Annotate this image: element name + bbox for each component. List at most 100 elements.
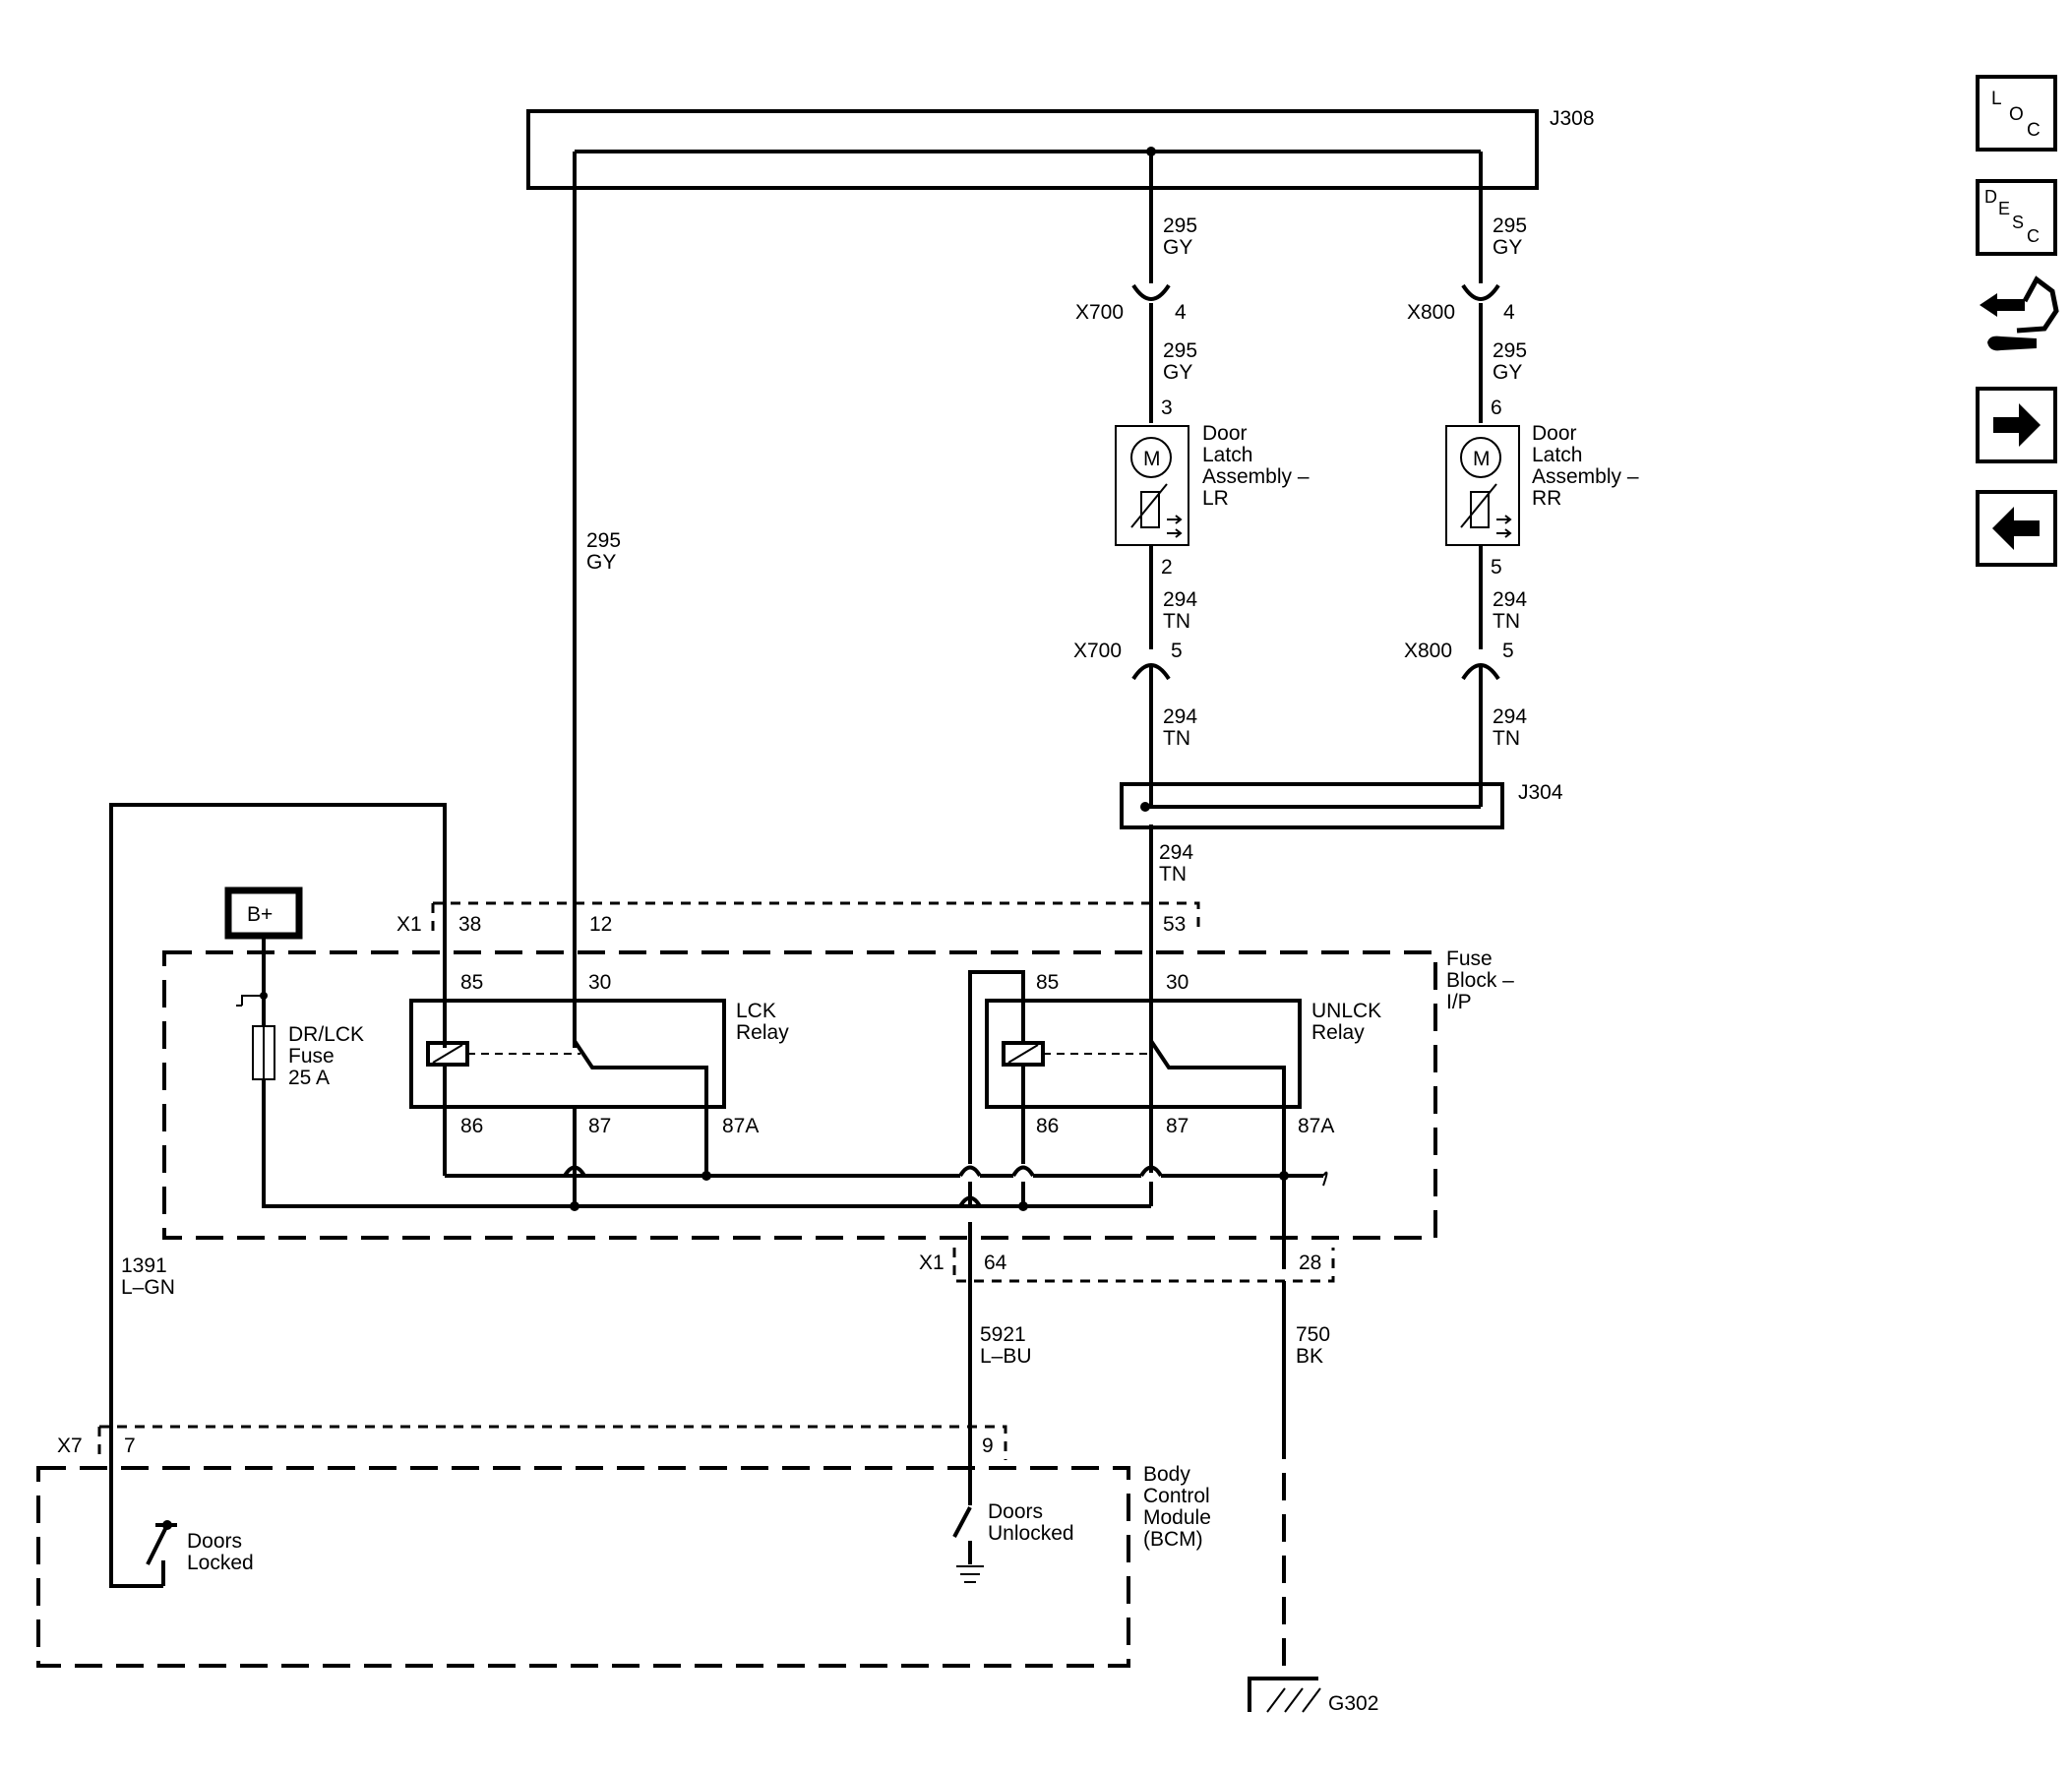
svg-text:Assembly –: Assembly –: [1202, 465, 1310, 488]
svg-text:Assembly –: Assembly –: [1532, 465, 1639, 488]
svg-text:C: C: [2027, 120, 2041, 141]
svg-text:28: 28: [1299, 1252, 1321, 1274]
svg-text:LR: LR: [1202, 487, 1229, 510]
svg-text:BK: BK: [1296, 1345, 1323, 1368]
svg-text:5: 5: [1491, 556, 1502, 579]
svg-text:LCK: LCK: [736, 1000, 776, 1022]
svg-text:TN: TN: [1163, 727, 1190, 750]
svg-text:3: 3: [1161, 397, 1173, 419]
battery-positive: B+: [224, 886, 1151, 1208]
splice-j308-label: J308: [1550, 107, 1595, 130]
connector-x1-bottom: X1 64 28: [919, 1248, 1335, 1283]
svg-text:GY: GY: [586, 551, 616, 574]
connector-x700-bottom: X700: [1073, 640, 1122, 662]
svg-text:Block –: Block –: [1446, 969, 1514, 992]
svg-text:E: E: [1998, 199, 2010, 218]
connector-x800-bottom: X800: [1404, 640, 1452, 662]
splice-j308: J308: [526, 107, 1595, 190]
body-control-module: Body Control Module (BCM) Doors Locked D…: [36, 1456, 1211, 1668]
motor-icon: [1130, 437, 1172, 478]
wire-1391-lgn: [109, 803, 447, 1588]
ground-icon: [956, 1565, 984, 1583]
svg-text:4: 4: [1503, 301, 1515, 324]
svg-text:Unlocked: Unlocked: [988, 1522, 1074, 1545]
svg-text:85: 85: [460, 971, 483, 994]
svg-text:294: 294: [1159, 841, 1193, 864]
svg-text:7: 7: [124, 1435, 136, 1457]
connector-x800-top: X800: [1407, 301, 1455, 324]
splice-j304: J304 294 TN: [1120, 781, 1563, 886]
svg-text:5: 5: [1171, 640, 1183, 662]
svg-text:X1: X1: [919, 1252, 945, 1274]
svg-text:L–BU: L–BU: [980, 1345, 1032, 1368]
svg-text:X7: X7: [57, 1435, 83, 1457]
svg-text:5921: 5921: [980, 1323, 1026, 1346]
svg-text:Relay: Relay: [736, 1021, 789, 1044]
svg-text:64: 64: [984, 1252, 1007, 1274]
svg-text:Locked: Locked: [187, 1552, 254, 1574]
svg-text:750: 750: [1296, 1323, 1330, 1346]
motor-icon: [1460, 437, 1501, 478]
svg-text:GY: GY: [1493, 361, 1522, 384]
next-arrow-button[interactable]: [1976, 387, 2057, 463]
svg-text:C: C: [2027, 226, 2040, 246]
svg-text:Module: Module: [1143, 1506, 1211, 1529]
doors-unlocked-switch-icon: [952, 1456, 972, 1564]
svg-text:I/P: I/P: [1446, 991, 1472, 1013]
desc-button[interactable]: D E S C: [1976, 179, 2057, 256]
lck-relay: [409, 935, 726, 1178]
svg-text:Latch: Latch: [1202, 444, 1252, 466]
svg-text:295: 295: [1163, 214, 1197, 237]
ground-g302: G302: [1248, 1677, 1378, 1715]
svg-text:294: 294: [1163, 705, 1197, 728]
connector-wrench-icon[interactable]: [1980, 275, 2059, 351]
svg-text:294: 294: [1493, 588, 1527, 611]
svg-text:GY: GY: [1163, 236, 1192, 259]
svg-text:M: M: [1473, 448, 1491, 470]
svg-text:1391: 1391: [121, 1254, 167, 1277]
arrow-left-icon: [1992, 507, 2040, 550]
svg-text:Control: Control: [1143, 1485, 1210, 1507]
svg-text:B+: B+: [247, 903, 273, 926]
svg-text:85: 85: [1036, 971, 1059, 994]
svg-text:294: 294: [1493, 705, 1527, 728]
svg-text:Fuse: Fuse: [288, 1045, 335, 1068]
svg-text:TN: TN: [1163, 610, 1190, 633]
svg-text:Doors: Doors: [988, 1500, 1043, 1523]
svg-text:UNLCK: UNLCK: [1311, 1000, 1381, 1022]
svg-text:GY: GY: [1493, 236, 1522, 259]
svg-text:5: 5: [1502, 640, 1514, 662]
svg-text:G302: G302: [1328, 1692, 1378, 1715]
splice-j304-label: J304: [1518, 781, 1563, 804]
svg-text:TN: TN: [1493, 610, 1520, 633]
fuse-block-ip: Fuse Block – I/P: [162, 947, 1514, 1240]
prev-arrow-button[interactable]: [1976, 490, 2057, 567]
svg-text:25 A: 25 A: [288, 1067, 330, 1089]
svg-text:D: D: [1984, 187, 1997, 207]
connector-x1-top: X1 38 12 53: [396, 901, 1200, 936]
svg-text:30: 30: [1166, 971, 1188, 994]
svg-text:X1: X1: [396, 913, 422, 936]
loc-button[interactable]: L O C: [1976, 75, 2057, 152]
svg-text:4: 4: [1175, 301, 1187, 324]
svg-text:295: 295: [586, 529, 621, 552]
svg-text:Door: Door: [1532, 422, 1577, 445]
svg-text:L–GN: L–GN: [121, 1276, 175, 1299]
svg-text:(BCM): (BCM): [1143, 1528, 1203, 1551]
svg-text:S: S: [2012, 213, 2024, 232]
svg-text:86: 86: [460, 1115, 483, 1137]
svg-text:DR/LCK: DR/LCK: [288, 1023, 364, 1046]
svg-text:RR: RR: [1532, 487, 1561, 510]
svg-text:Door: Door: [1202, 422, 1248, 445]
svg-text:TN: TN: [1493, 727, 1520, 750]
svg-text:Body: Body: [1143, 1463, 1190, 1486]
door-latch-lr: M: [1115, 425, 1189, 546]
door-latch-rr: M: [1445, 425, 1520, 546]
connector-x7: X7 7 9: [57, 1425, 1007, 1460]
svg-text:M: M: [1143, 448, 1161, 470]
doors-locked-switch-icon: [146, 1523, 177, 1586]
svg-text:53: 53: [1163, 913, 1186, 936]
svg-text:Relay: Relay: [1311, 1021, 1365, 1044]
svg-text:6: 6: [1491, 397, 1502, 419]
